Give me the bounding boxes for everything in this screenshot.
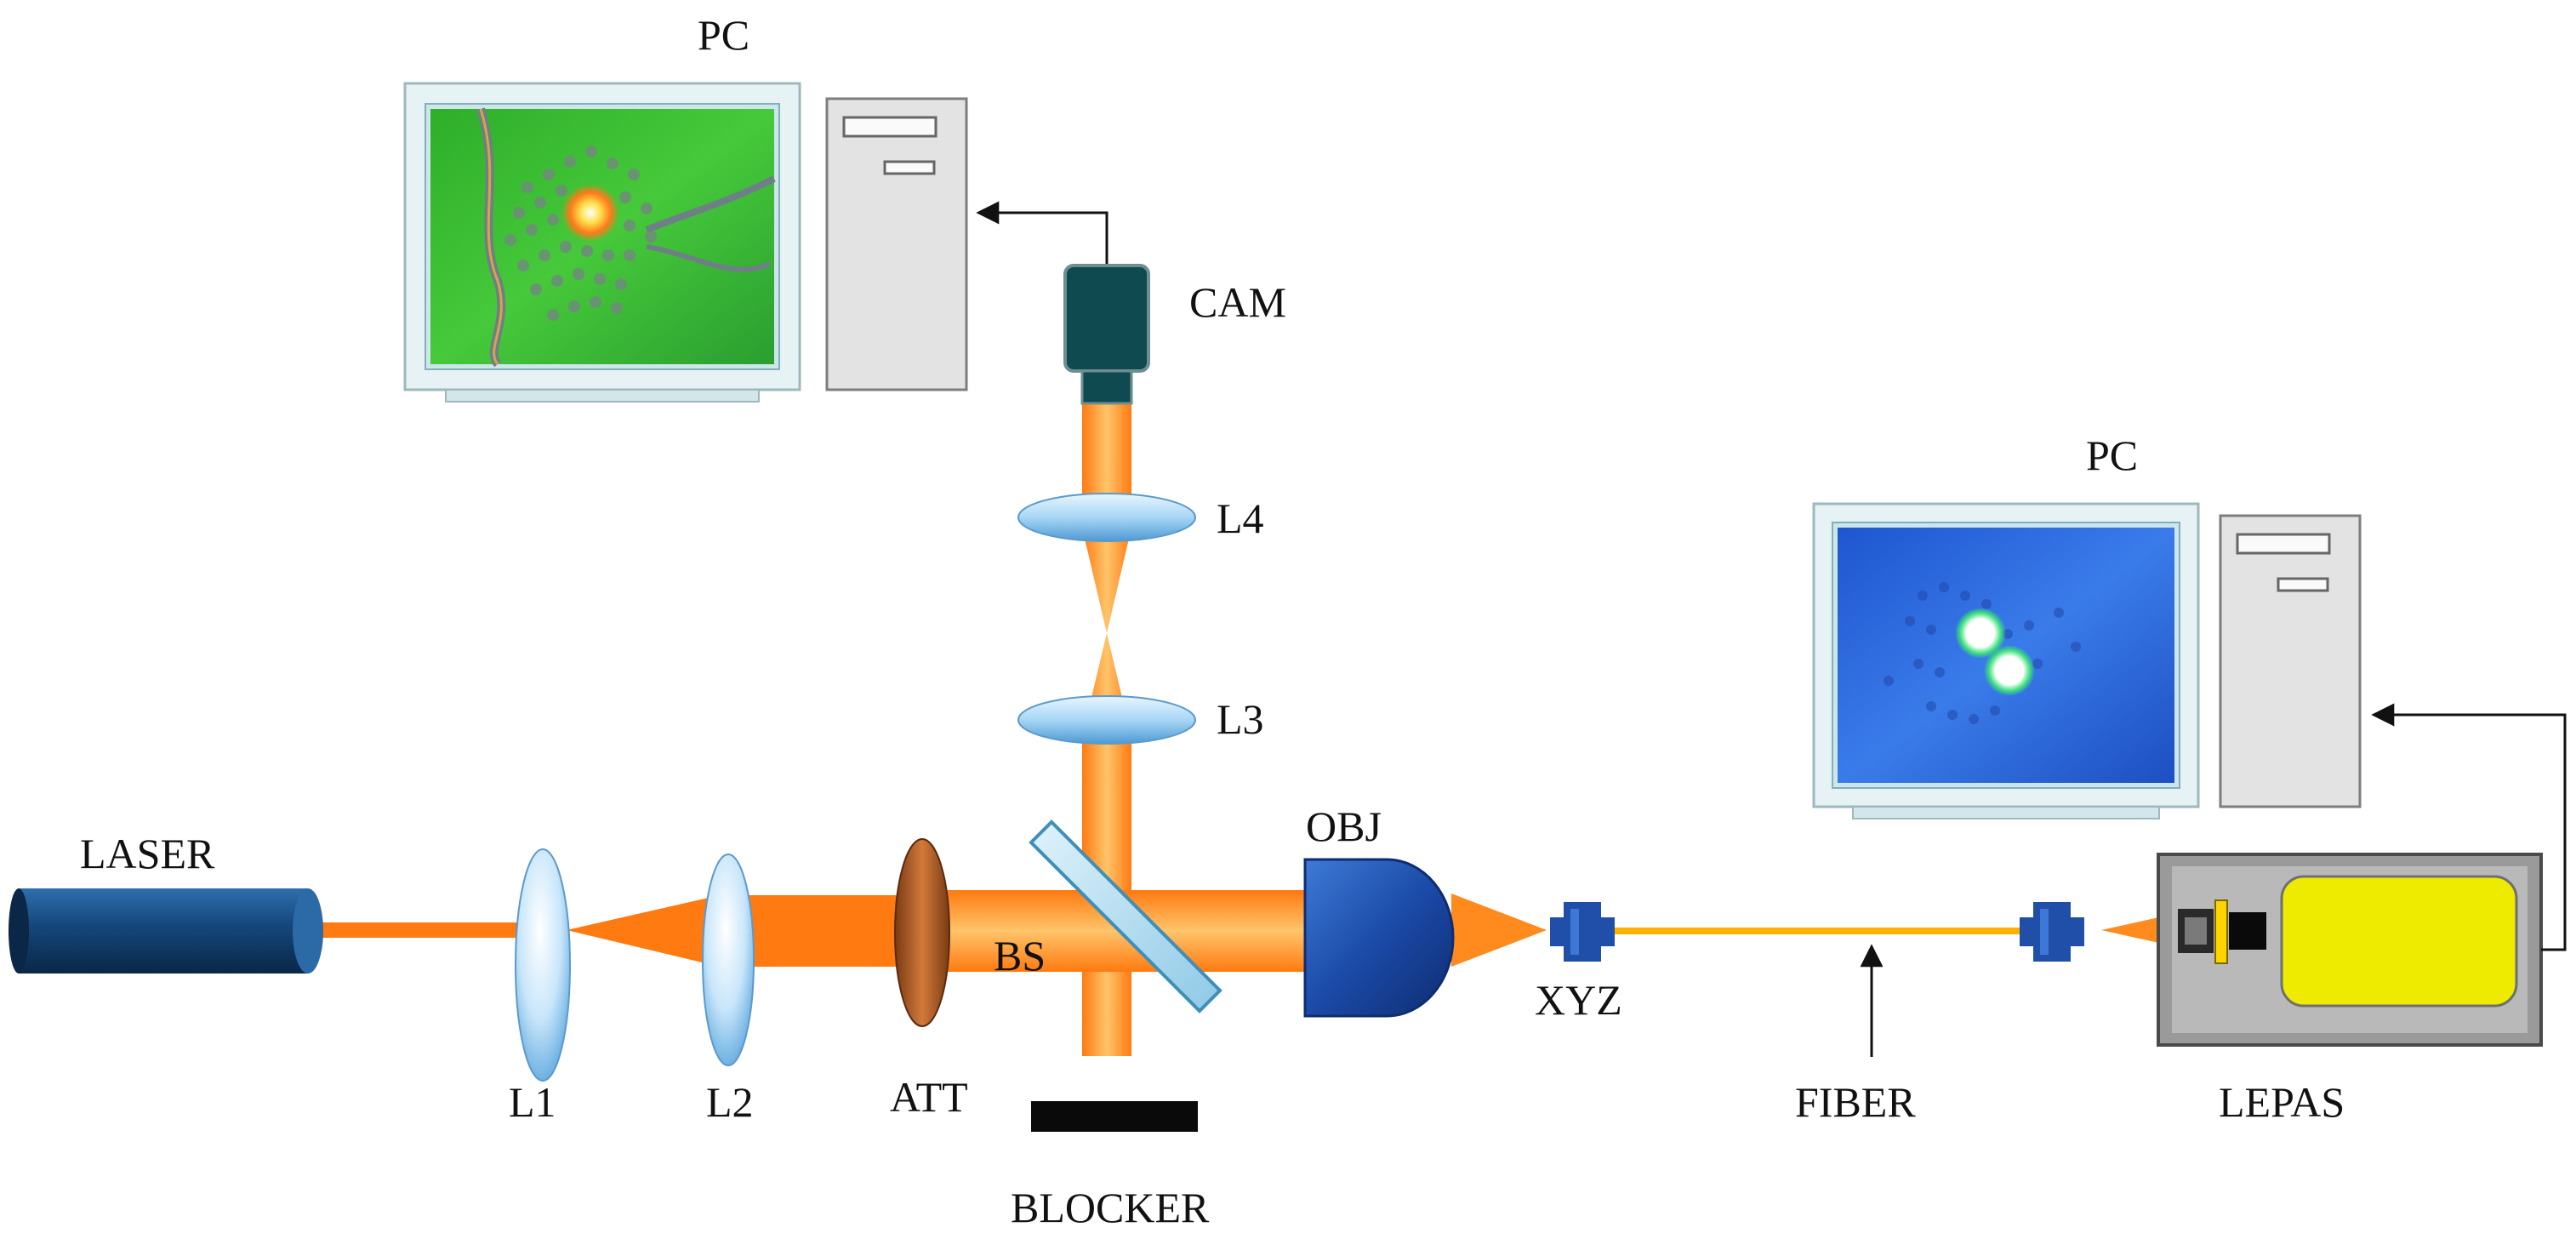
fiber-label: FIBER bbox=[1795, 1078, 1916, 1126]
lens-l2 bbox=[702, 854, 755, 1066]
lens-l1 bbox=[515, 848, 571, 1082]
xyz-label: XYZ bbox=[1535, 976, 1622, 1024]
attenuator bbox=[894, 838, 950, 1027]
pc-top-label: PC bbox=[698, 11, 749, 59]
l4-label: L4 bbox=[1217, 494, 1264, 542]
l3-label: L3 bbox=[1217, 695, 1264, 743]
laser-label: LASER bbox=[80, 830, 215, 877]
blocker-label: BLOCKER bbox=[1011, 1184, 1210, 1231]
l2-label: L2 bbox=[706, 1078, 754, 1126]
laser-icon bbox=[9, 888, 323, 974]
computer-tower-icon bbox=[2219, 514, 2362, 808]
beam-blocker-icon bbox=[1031, 1101, 1198, 1132]
lens-l3 bbox=[1017, 695, 1196, 745]
beam-splitter-icon bbox=[1029, 819, 1222, 1013]
monitor-icon bbox=[403, 82, 801, 403]
xyz-stage-icon bbox=[1550, 902, 1615, 962]
bs-label: BS bbox=[994, 932, 1046, 979]
lepas-device-icon bbox=[2157, 853, 2543, 1047]
computer-tower-icon bbox=[825, 97, 968, 391]
lens-l4 bbox=[1017, 493, 1196, 542]
lepas-to-pc-arrow bbox=[2371, 703, 2567, 951]
pc-right-label: PC bbox=[2086, 431, 2138, 479]
monitor-icon bbox=[1812, 502, 2200, 819]
objective-icon bbox=[1303, 858, 1455, 1018]
l1-label: L1 bbox=[509, 1078, 556, 1126]
camera-icon bbox=[1063, 264, 1150, 405]
att-label: ATT bbox=[890, 1073, 968, 1121]
fiber-coupler bbox=[2020, 902, 2084, 962]
cam-label: CAM bbox=[1189, 278, 1286, 326]
lepas-label: LEPAS bbox=[2219, 1078, 2345, 1126]
fiber-icon bbox=[1599, 913, 2178, 947]
obj-label: OBJ bbox=[1306, 802, 1382, 850]
camera-to-pc-arrow bbox=[976, 201, 1108, 266]
